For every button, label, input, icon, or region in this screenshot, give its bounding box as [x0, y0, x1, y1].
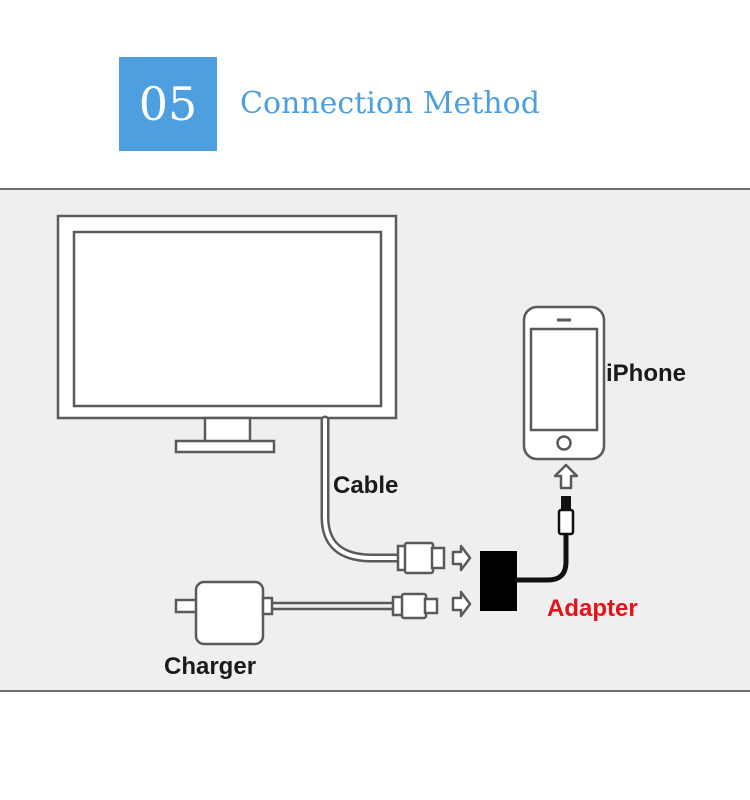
iphone-icon	[522, 305, 606, 461]
charger-icon	[174, 580, 274, 646]
lightning-plug-icon	[557, 496, 575, 536]
usb-plug-icon	[391, 592, 439, 620]
step-number: 05	[138, 77, 198, 131]
hdmi-plug-icon	[396, 541, 446, 575]
adapter-icon	[480, 551, 517, 611]
arrow-up-icon	[553, 463, 579, 490]
cable-label: Cable	[333, 472, 399, 499]
diagram-canvas	[56, 214, 606, 646]
connection-diagram: iPhone Cable Adapter Charger	[0, 188, 750, 692]
step-number-badge: 05	[119, 57, 217, 151]
iphone-label: iPhone	[606, 360, 687, 387]
section-title: Connection Method	[240, 86, 540, 121]
arrow-right-icon	[451, 544, 472, 618]
charger-label: Charger	[164, 653, 257, 680]
monitor-icon	[56, 214, 398, 454]
lightning-cable	[514, 529, 569, 583]
adapter-label: Adapter	[547, 595, 638, 622]
